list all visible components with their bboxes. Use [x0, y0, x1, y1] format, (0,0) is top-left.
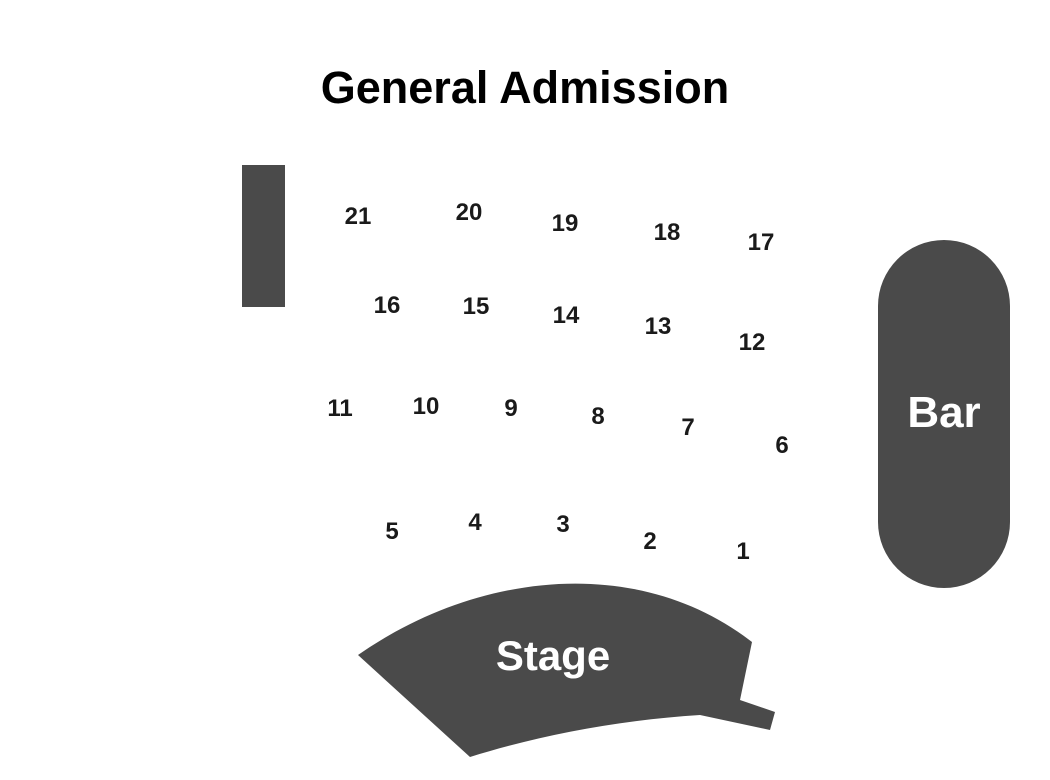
page-title: General Admission — [320, 62, 730, 113]
table-18[interactable]: 18 — [653, 219, 681, 246]
table-5[interactable]: 5 — [385, 518, 399, 545]
table-4[interactable]: 4 — [468, 509, 482, 536]
table-2[interactable]: 2 — [643, 528, 657, 555]
table-8[interactable]: 8 — [591, 403, 605, 430]
bar-area[interactable]: Bar — [878, 240, 1010, 588]
table-15[interactable]: 15 — [462, 293, 490, 320]
table-1[interactable]: 1 — [736, 538, 750, 565]
table-21[interactable]: 21 — [344, 203, 372, 230]
stage-label: Stage — [495, 632, 611, 679]
table-10[interactable]: 10 — [412, 393, 440, 420]
table-16[interactable]: 16 — [373, 292, 401, 319]
bar-label: Bar — [907, 388, 981, 437]
table-19[interactable]: 19 — [551, 210, 579, 237]
table-3[interactable]: 3 — [556, 511, 570, 538]
table-20[interactable]: 20 — [455, 199, 483, 226]
table-12[interactable]: 12 — [738, 329, 766, 356]
table-17[interactable]: 17 — [747, 229, 775, 256]
table-7[interactable]: 7 — [681, 414, 695, 441]
pillar-block — [242, 165, 285, 307]
table-6[interactable]: 6 — [775, 432, 789, 459]
table-14[interactable]: 14 — [552, 302, 580, 329]
table-11[interactable]: 11 — [327, 395, 353, 422]
table-9[interactable]: 9 — [504, 395, 518, 422]
stage-shape[interactable] — [358, 583, 775, 757]
table-13[interactable]: 13 — [644, 313, 672, 340]
